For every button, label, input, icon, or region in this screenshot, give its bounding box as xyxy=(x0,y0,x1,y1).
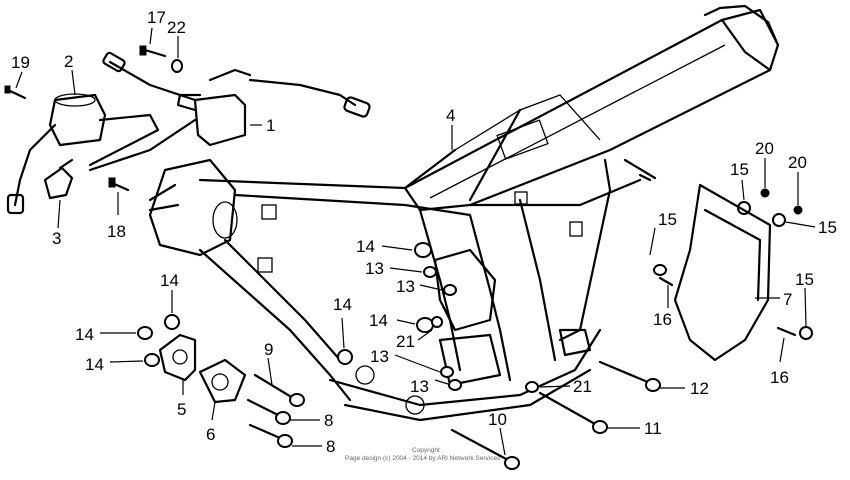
callout-1: 1 xyxy=(266,116,275,135)
callout-19: 19 xyxy=(11,53,30,72)
cdi-unit xyxy=(88,51,371,172)
leader-lines xyxy=(15,27,816,456)
callout-10: 10 xyxy=(488,410,507,429)
callout-16b: 16 xyxy=(770,368,789,387)
callout-14e: 14 xyxy=(75,325,94,344)
hardware xyxy=(4,45,813,470)
callout-14f: 14 xyxy=(85,355,104,374)
callout-20a: 20 xyxy=(755,139,774,158)
callout-14a: 14 xyxy=(356,237,375,256)
callout-14b: 14 xyxy=(333,295,352,314)
callout-9: 9 xyxy=(264,340,273,359)
callout-14c: 14 xyxy=(369,311,388,330)
callout-18: 18 xyxy=(107,222,126,241)
callout-17: 17 xyxy=(147,8,166,27)
callout-13d: 13 xyxy=(410,377,429,396)
callout-16a: 16 xyxy=(653,310,672,329)
callout-5: 5 xyxy=(177,400,186,419)
side-cover xyxy=(673,183,772,362)
callout-15d: 15 xyxy=(795,270,814,289)
spark-plug-cap xyxy=(43,158,74,200)
callout-21a: 21 xyxy=(396,332,415,351)
callout-labels: 17 22 19 2 1 3 18 4 20 20 15 15 15 15 7 … xyxy=(11,8,837,456)
callout-13b: 13 xyxy=(396,277,415,296)
callout-6: 6 xyxy=(206,425,215,444)
callout-15c: 15 xyxy=(818,218,837,237)
callout-2: 2 xyxy=(64,52,73,71)
callout-15b: 15 xyxy=(658,210,677,229)
copyright-line-1: Copyright xyxy=(412,447,440,454)
callout-8b: 8 xyxy=(326,437,335,456)
copyright-line-2: Page design (c) 2004 - 2014 by ARI Netwo… xyxy=(345,455,501,462)
frame-body xyxy=(148,4,780,422)
copyright-notice: Copyright Page design (c) 2004 - 2014 by… xyxy=(345,447,501,462)
callout-15a: 15 xyxy=(730,160,749,179)
callout-22: 22 xyxy=(167,18,186,37)
engine-hanger-plate-5 xyxy=(158,333,197,382)
callout-7: 7 xyxy=(783,290,792,309)
callout-14d: 14 xyxy=(160,271,179,290)
callout-13a: 13 xyxy=(365,259,384,278)
callout-20b: 20 xyxy=(788,153,807,172)
callout-3: 3 xyxy=(52,229,61,248)
callout-11: 11 xyxy=(644,419,662,438)
ignition-coil xyxy=(6,93,160,215)
engine-hanger-plate-6 xyxy=(198,358,247,404)
callout-4: 4 xyxy=(446,106,455,125)
callout-12: 12 xyxy=(690,379,709,398)
callout-13c: 13 xyxy=(370,347,389,366)
callout-8a: 8 xyxy=(324,411,333,430)
callout-21b: 21 xyxy=(573,377,592,396)
